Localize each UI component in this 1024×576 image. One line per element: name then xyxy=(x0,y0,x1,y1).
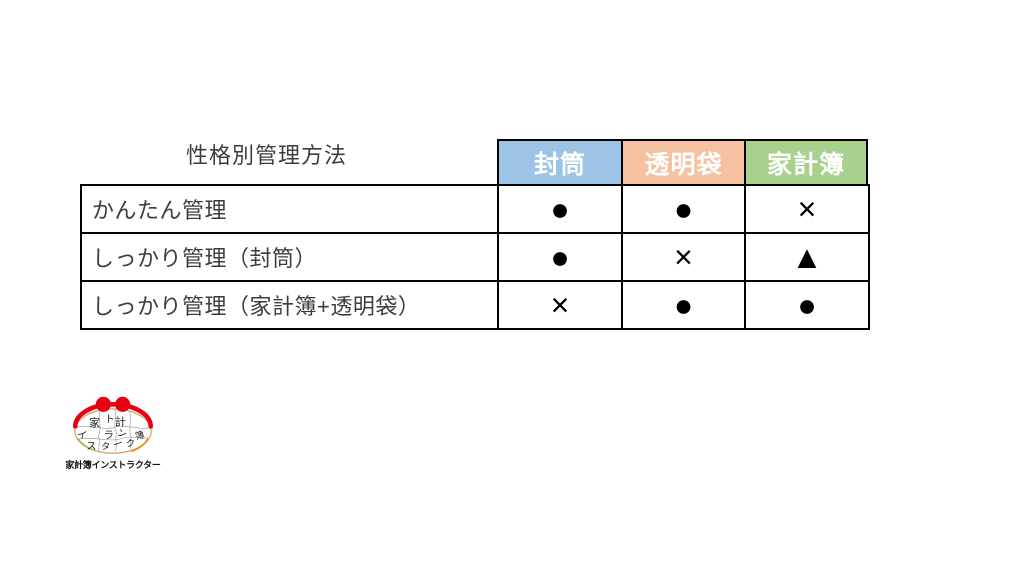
logo-caption: 家計簿インストラクター xyxy=(65,460,161,470)
svg-text:簿: 簿 xyxy=(134,428,146,441)
kakeibo-instructor-logo: 家 ト 計 簿 イ ラ ン ス タ ー ク 家計簿インストラクター xyxy=(60,396,166,471)
table-cell-symbol: × xyxy=(744,184,870,234)
svg-text:家: 家 xyxy=(89,415,100,429)
comparison-table: かんたん管理 ● ● × しっかり管理（封筒） ● × ▲ しっかり管理（家計簿… xyxy=(80,184,870,330)
purse-logo-icon: 家 ト 計 簿 イ ラ ン ス タ ー ク xyxy=(72,396,154,454)
column-header-clear-bag-label: 透明袋 xyxy=(644,150,723,179)
svg-text:計: 計 xyxy=(115,415,126,429)
table-cell-symbol: × xyxy=(621,232,746,282)
svg-text:ト: ト xyxy=(105,415,115,426)
purse-clasp-ball-left xyxy=(95,396,111,412)
purse-clasp-ball-right xyxy=(115,396,131,412)
column-header-clear-bag: 透明袋 xyxy=(621,139,746,186)
column-header-account-book: 家計簿 xyxy=(744,139,868,186)
table-cell-symbol: ● xyxy=(497,232,623,282)
svg-text:ン: ン xyxy=(116,427,127,439)
column-header-envelope-label: 封筒 xyxy=(533,150,586,179)
row-label: しっかり管理（封筒） xyxy=(80,232,499,282)
purse-letters: 家 ト 計 簿 イ ラ ン ス タ ー ク xyxy=(76,415,146,453)
svg-text:ラ: ラ xyxy=(104,429,114,441)
svg-text:ー: ー xyxy=(112,438,125,452)
column-header-envelope: 封筒 xyxy=(497,139,623,186)
column-header-account-book-label: 家計簿 xyxy=(766,150,845,179)
table-cell-symbol: × xyxy=(497,280,623,330)
svg-text:ク: ク xyxy=(126,439,135,449)
svg-text:タ: タ xyxy=(101,441,110,451)
table-row-thorough-management-envelope: しっかり管理（封筒） ● × ▲ xyxy=(80,232,870,282)
row-label: かんたん管理 xyxy=(80,184,499,234)
table-row-easy-management: かんたん管理 ● ● × xyxy=(80,184,870,234)
table-row-thorough-management-book-bag: しっかり管理（家計簿+透明袋） × ● ● xyxy=(80,280,870,330)
purse-body xyxy=(74,408,152,454)
svg-text:ス: ス xyxy=(86,441,96,452)
row-label: しっかり管理（家計簿+透明袋） xyxy=(80,280,499,330)
purse-frame xyxy=(72,402,154,429)
svg-text:イ: イ xyxy=(76,430,88,443)
table-cell-symbol: ● xyxy=(497,184,623,234)
table-cell-symbol: ▲ xyxy=(744,232,870,282)
table-cell-symbol: ● xyxy=(744,280,870,330)
table-column-headers: 封筒 透明袋 家計簿 xyxy=(497,139,868,186)
table-cell-symbol: ● xyxy=(621,184,746,234)
table-title: 性格別管理方法 xyxy=(186,143,348,168)
table-cell-symbol: ● xyxy=(621,280,746,330)
